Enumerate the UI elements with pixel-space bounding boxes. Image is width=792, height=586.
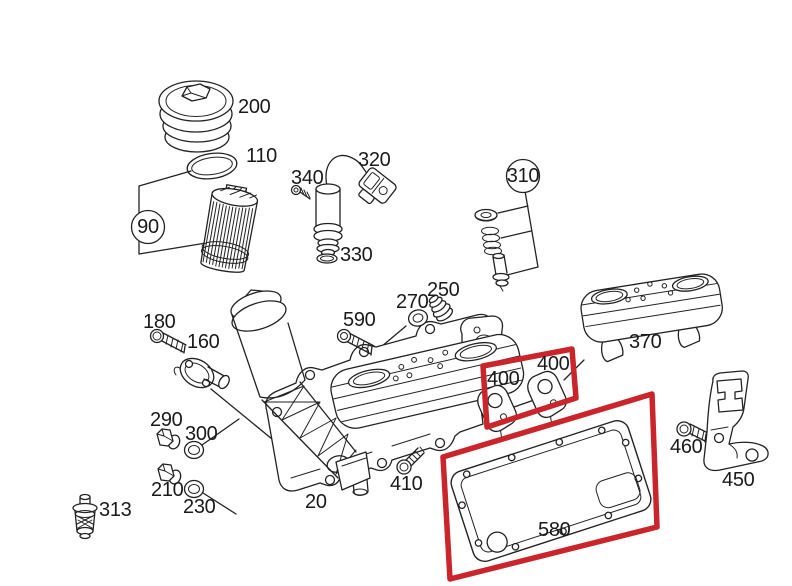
part-drawing-160 — [173, 357, 230, 390]
part-drawing-solenoid — [313, 183, 343, 257]
part-label-200[interactable]: 200 — [238, 96, 271, 118]
part-label-290[interactable]: 290 — [150, 409, 183, 431]
part-drawing-590 — [336, 328, 375, 356]
part-label-580[interactable]: 580 — [538, 519, 571, 541]
callout-circle-310[interactable] — [505, 158, 541, 194]
part-label-370[interactable]: 370 — [629, 331, 662, 353]
part-drawing-580 — [450, 419, 652, 563]
part-label-400-left[interactable]: 400 — [487, 368, 520, 390]
part-label-20[interactable]: 20 — [305, 491, 327, 513]
part-drawing-313 — [72, 493, 98, 540]
part-drawing-210 — [157, 463, 182, 485]
part-label-250[interactable]: 250 — [427, 279, 460, 301]
part-label-313[interactable]: 313 — [99, 499, 132, 521]
part-label-450[interactable]: 450 — [722, 469, 755, 491]
part-drawing-270 — [407, 309, 429, 327]
part-label-320[interactable]: 320 — [358, 149, 391, 171]
part-drawing-20-canister — [230, 289, 371, 491]
part-label-300[interactable]: 300 — [185, 423, 218, 445]
highlight-box-400 — [480, 346, 579, 430]
part-drawing-90 — [200, 184, 259, 273]
part-drawing-180 — [149, 328, 187, 354]
part-drawing-400-right — [527, 370, 567, 423]
part-drawing-340 — [290, 184, 311, 200]
part-drawing-290 — [156, 428, 181, 450]
callout-circle-90[interactable] — [130, 209, 166, 245]
part-drawing-250 — [428, 294, 454, 322]
part-label-230[interactable]: 230 — [183, 496, 216, 518]
part-label-310[interactable]: 310 — [506, 165, 540, 187]
part-label-590[interactable]: 590 — [343, 309, 376, 331]
part-drawing-460 — [676, 421, 709, 443]
part-label-410[interactable]: 410 — [390, 473, 423, 495]
part-label-330[interactable]: 330 — [340, 244, 373, 266]
part-drawing-450 — [703, 370, 769, 472]
part-label-270[interactable]: 270 — [396, 291, 429, 313]
part-label-400-right[interactable]: 400 — [537, 353, 570, 375]
part-label-110[interactable]: 110 — [246, 145, 277, 167]
part-drawing-330 — [316, 253, 338, 264]
part-drawing-mounted-cooler — [330, 333, 525, 429]
part-drawing-370 — [580, 273, 723, 363]
part-label-180[interactable]: 180 — [143, 311, 176, 333]
part-drawing-410 — [396, 446, 425, 475]
part-drawing-310 — [474, 190, 539, 292]
part-drawing-200 — [158, 80, 234, 153]
part-label-210[interactable]: 210 — [151, 479, 184, 501]
part-label-90[interactable]: 90 — [137, 216, 159, 238]
part-drawing-300 — [183, 440, 205, 460]
part-label-460[interactable]: 460 — [670, 436, 703, 458]
highlight-box-580 — [440, 391, 660, 582]
part-drawing-320 — [325, 154, 397, 205]
part-drawing-110 — [186, 152, 238, 180]
part-label-340[interactable]: 340 — [291, 167, 324, 189]
part-label-160[interactable]: 160 — [187, 331, 220, 353]
part-drawing-230 — [183, 479, 205, 499]
